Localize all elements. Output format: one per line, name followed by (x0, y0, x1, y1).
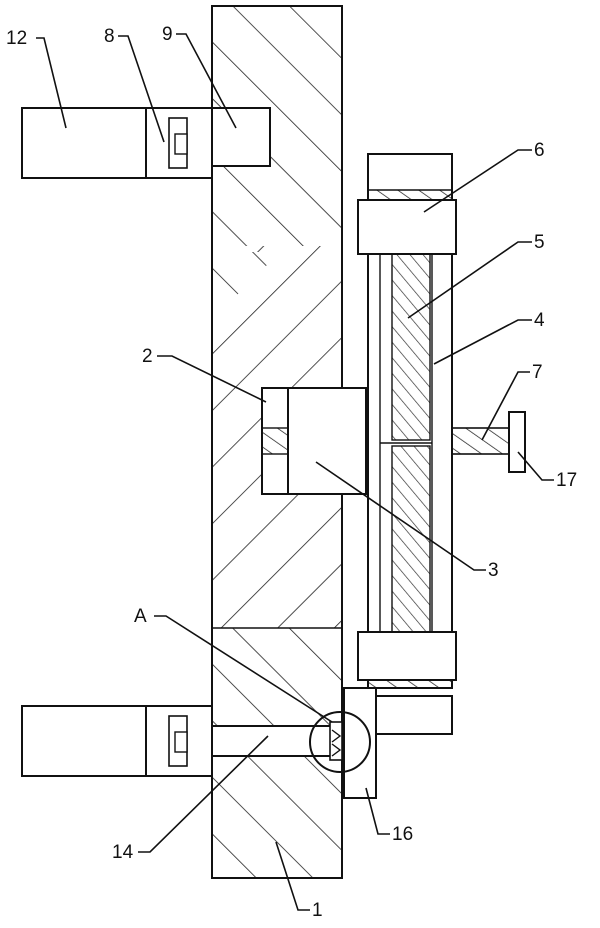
label-12: 12 (6, 28, 27, 49)
label-2: 2 (142, 346, 153, 367)
label-8: 8 (104, 26, 115, 47)
knob-shaft-7 (451, 427, 511, 455)
label-4: 4 (534, 310, 545, 331)
slider-block-3 (287, 387, 367, 495)
label-9: 9 (162, 24, 173, 45)
callout-labels: 12 8 9 6 5 4 2 7 17 3 A 14 16 1 (6, 24, 577, 921)
label-6: 6 (534, 140, 545, 161)
knob-17 (508, 411, 526, 473)
upper-clamp-block-12 (21, 107, 147, 179)
leader-lines (36, 33, 554, 911)
detail-circle-a (309, 711, 371, 773)
label-1: 1 (312, 900, 323, 921)
rod-14 (211, 721, 343, 761)
upper-connector-8 (145, 107, 213, 179)
label-a: A (134, 606, 147, 627)
bearing-6-top (357, 199, 457, 255)
upper-insert-9 (211, 107, 271, 167)
label-17: 17 (556, 470, 577, 491)
label-16: 16 (392, 824, 413, 845)
latch-16 (343, 687, 453, 799)
lower-connector (145, 705, 213, 777)
lead-screw-5 (380, 253, 432, 633)
label-5: 5 (534, 232, 545, 253)
label-7: 7 (532, 362, 543, 383)
label-14: 14 (112, 842, 134, 863)
label-3: 3 (488, 560, 499, 581)
lower-clamp-block (21, 705, 147, 777)
bearing-6-bottom (357, 631, 457, 681)
